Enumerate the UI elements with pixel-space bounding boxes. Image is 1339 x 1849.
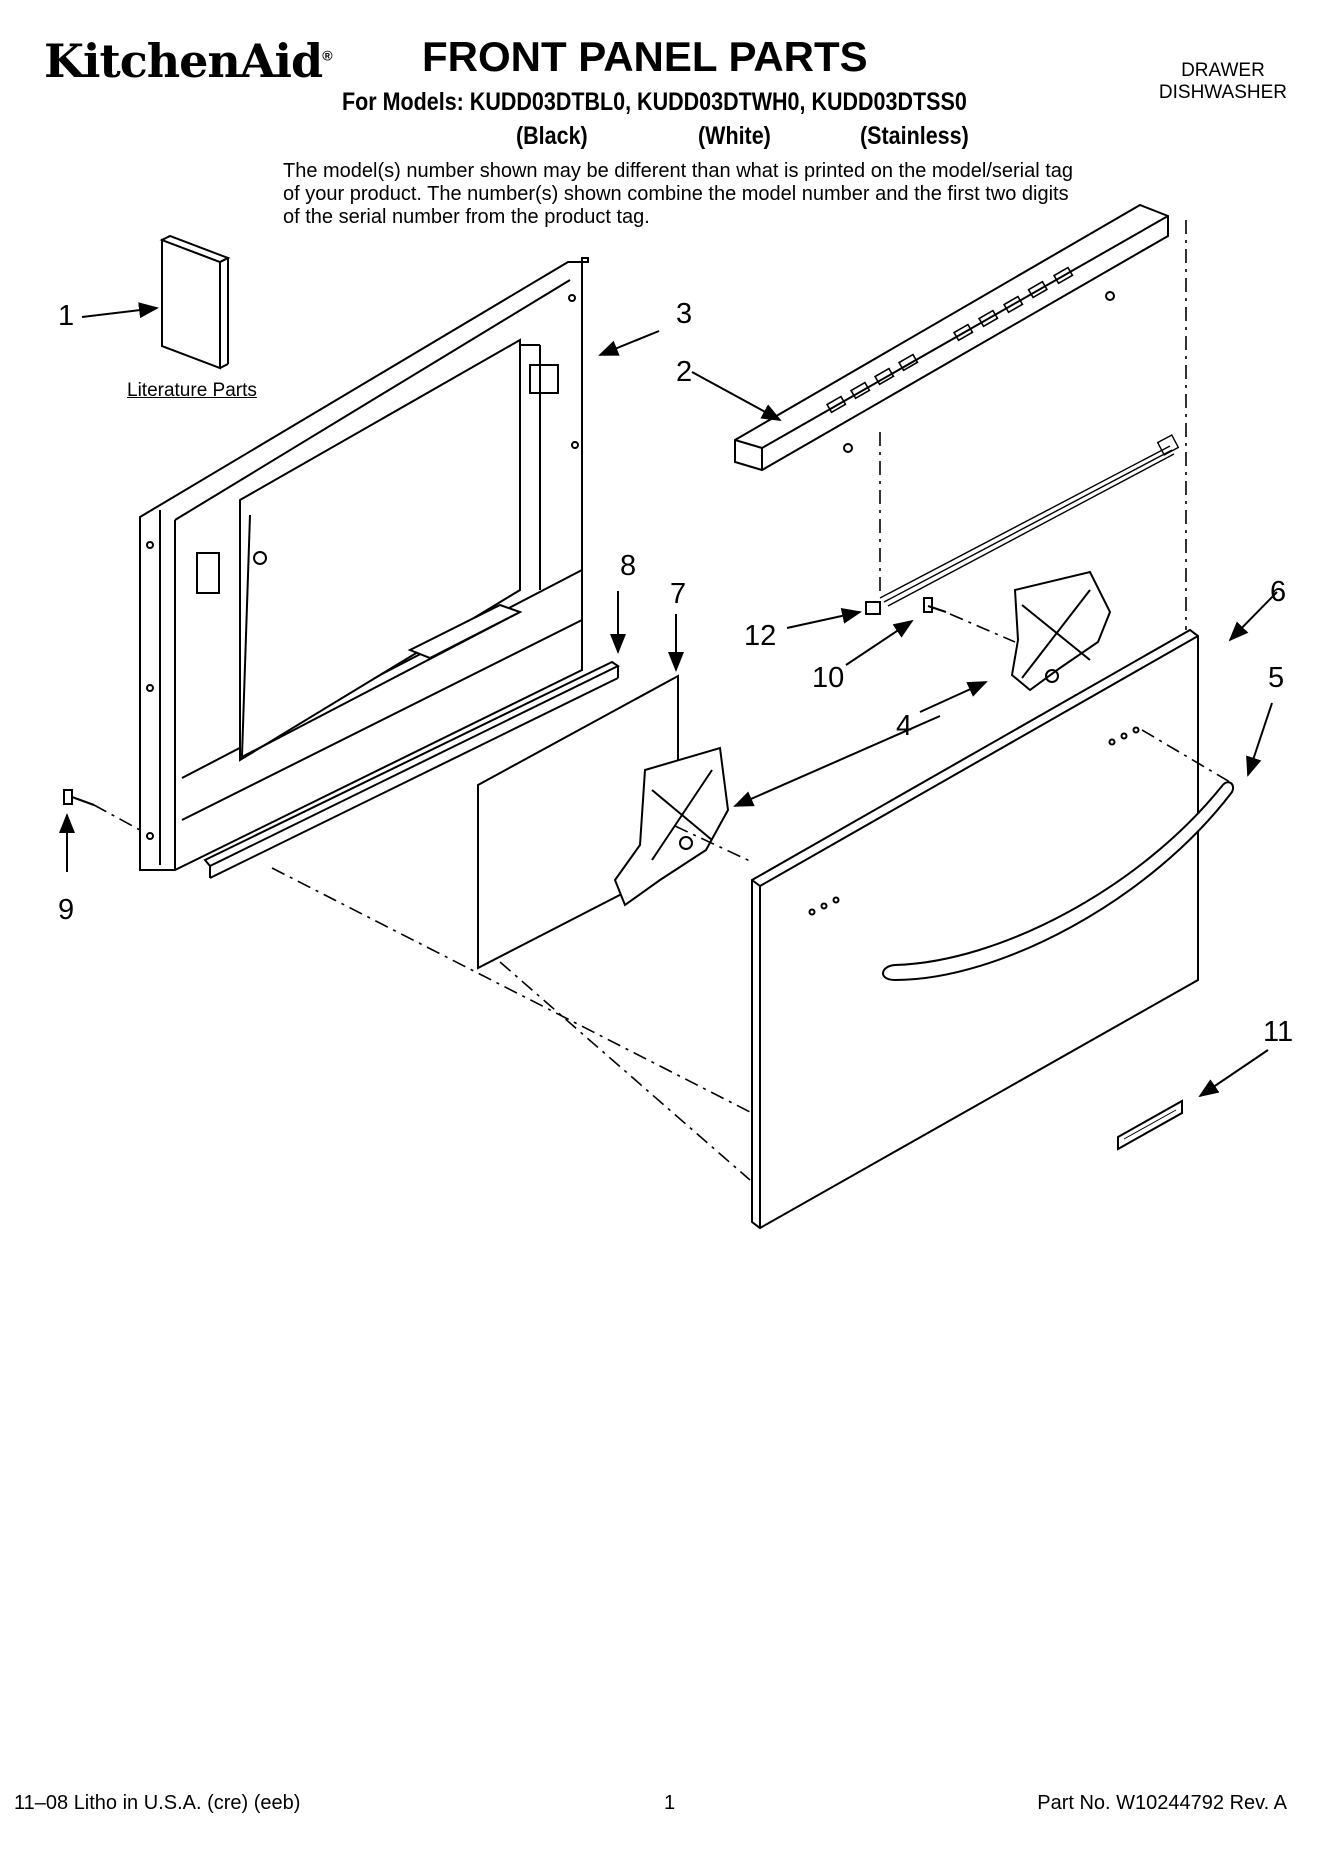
lower-trim-strip bbox=[203, 660, 621, 879]
callout-4: 4 bbox=[896, 710, 913, 742]
finish-stainless: (Stainless) bbox=[860, 122, 969, 150]
finish-white: (White) bbox=[698, 122, 771, 150]
callout-2: 2 bbox=[676, 356, 693, 388]
product-category: DRAWER DISHWASHER bbox=[1159, 60, 1287, 104]
callout-10: 10 bbox=[812, 662, 845, 694]
door-bracket-left bbox=[613, 746, 730, 907]
brand-name: KitchenAid bbox=[44, 34, 323, 88]
registered-mark: ® bbox=[322, 47, 332, 64]
callout-9: 9 bbox=[58, 894, 75, 926]
screw-10 bbox=[923, 597, 947, 613]
door-bracket-right bbox=[1010, 570, 1112, 692]
literature-booklet bbox=[159, 234, 231, 370]
page-number: 1 bbox=[664, 1792, 676, 1814]
models-line: For Models: KUDD03DTBL0, KUDD03DTWH0, KU… bbox=[342, 88, 967, 116]
callout-8: 8 bbox=[620, 550, 637, 582]
callout-11: 11 bbox=[1263, 1016, 1294, 1048]
callout-6: 6 bbox=[1270, 576, 1287, 608]
screw-9 bbox=[63, 789, 95, 806]
drawer-front-panel bbox=[751, 628, 1199, 1230]
category-line-1: DRAWER bbox=[1181, 60, 1265, 81]
brand-badge bbox=[1117, 1099, 1183, 1151]
page-title: FRONT PANEL PARTS bbox=[422, 33, 868, 80]
door-frame bbox=[139, 257, 589, 871]
part-number: Part No. W10244792 Rev. A bbox=[1037, 1792, 1287, 1814]
model-number-note: The model(s) number shown may be differe… bbox=[283, 160, 1074, 228]
callout-5: 5 bbox=[1268, 662, 1285, 694]
door-handle bbox=[882, 781, 1234, 982]
finish-black: (Black) bbox=[516, 122, 588, 150]
callout-12: 12 bbox=[744, 620, 777, 652]
control-console bbox=[734, 203, 1169, 472]
connector bbox=[865, 601, 881, 615]
category-line-2: DISHWASHER bbox=[1158, 82, 1287, 103]
wire-harness bbox=[879, 434, 1180, 607]
callout-1: 1 bbox=[58, 300, 75, 332]
callout-3: 3 bbox=[676, 298, 693, 330]
brand-logo: KitchenAid® bbox=[44, 38, 333, 84]
footer-litho: 11–08 Litho in U.S.A. (cre) (eeb) bbox=[14, 1792, 301, 1814]
literature-parts-label: Literature Parts bbox=[127, 380, 257, 401]
callout-7: 7 bbox=[670, 578, 687, 610]
